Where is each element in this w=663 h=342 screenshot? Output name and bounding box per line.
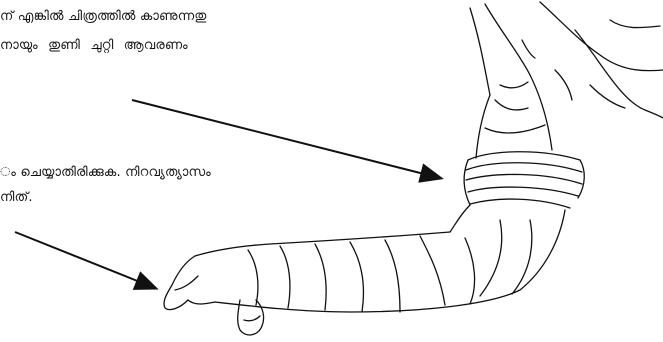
forearm-bandage-drawing [195, 205, 565, 312]
upper-arm-drawing [476, 75, 552, 158]
pointer-arrow-hand [15, 232, 155, 288]
shoulder-drawing [470, 2, 663, 118]
elbow-bandage-drawing [464, 152, 584, 208]
pointer-arrow-elbow [132, 100, 440, 178]
hand-drawing [164, 256, 264, 335]
